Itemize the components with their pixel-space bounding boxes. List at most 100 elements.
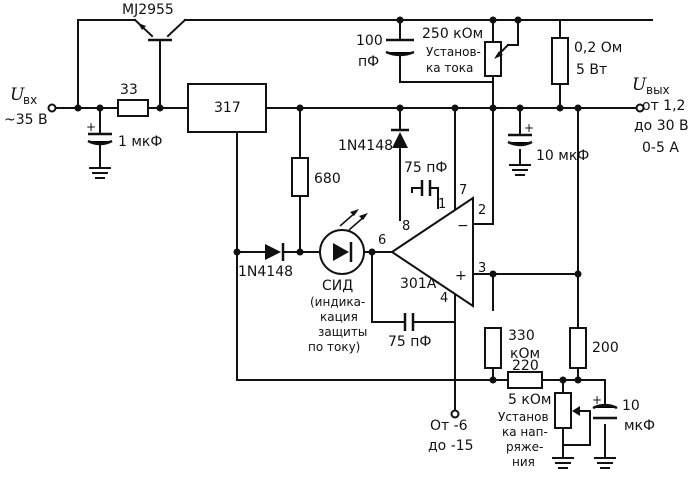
- junction-dot: [396, 104, 404, 112]
- pin-label-3: 3: [478, 261, 486, 276]
- resistor-33: [117, 99, 149, 117]
- junction-dot: [74, 104, 82, 112]
- label-c-output: 10 мкФ: [536, 148, 589, 164]
- label-diode-left: 1N4148: [238, 264, 293, 280]
- label-pot-voltage-value: 5 кОм: [508, 392, 551, 408]
- label-c-feedback-1: 100: [356, 33, 383, 49]
- polarity-c-right: +: [592, 393, 602, 407]
- potentiometer-voltage: [554, 392, 580, 429]
- resistor-330k: [484, 327, 502, 369]
- label-diode-top: 1N4148: [338, 138, 393, 154]
- junction-dot: [556, 104, 564, 112]
- resistor-200: [569, 327, 587, 369]
- label-r-sense-2: 5 Вт: [576, 62, 607, 78]
- junction-dot: [96, 104, 104, 112]
- input-value: ~35 В: [4, 112, 48, 128]
- transistor-mj2955: [133, 18, 187, 49]
- pin-label-7: 7: [459, 183, 467, 198]
- polarity-c-input: +: [86, 120, 96, 134]
- pin-label-6: 6: [378, 233, 386, 248]
- label-regulator: 317: [214, 100, 241, 116]
- label-neg-supply-1: От -6: [430, 418, 468, 434]
- label-pot-current-value: 250 кОм: [422, 26, 483, 42]
- label-c-right-2: мкФ: [624, 418, 655, 434]
- label-led-caption-2: кация: [320, 310, 358, 324]
- output-range-2: до 30 В: [634, 118, 689, 134]
- regulator-317: [187, 83, 267, 133]
- label-led-caption-3: защиты: [318, 325, 367, 339]
- wires: [54, 19, 653, 459]
- output-symbol: U: [632, 75, 647, 95]
- label-neg-supply-2: до -15: [428, 438, 474, 454]
- label-r330-2: кОм: [510, 346, 540, 362]
- junction-dot: [368, 248, 376, 256]
- polarity-c-output: +: [524, 121, 534, 135]
- junction-dot: [514, 16, 522, 24]
- capacitor-output: [507, 133, 533, 147]
- junction-dot: [451, 104, 459, 112]
- label-pot-voltage-cap3: ряже-: [506, 440, 543, 454]
- output-symbol-sub: вых: [646, 83, 670, 97]
- junction-dot: [574, 376, 582, 384]
- junction-dot: [489, 376, 497, 384]
- diode-left: [265, 243, 285, 261]
- led: [319, 209, 368, 275]
- label-r200: 200: [592, 340, 619, 356]
- opamp-minus-sign: −: [457, 218, 469, 234]
- label-r-led: 680: [314, 171, 341, 187]
- capacitor-compensation: [420, 180, 432, 196]
- diode-top: [391, 128, 409, 148]
- label-transistor: MJ2955: [122, 2, 174, 18]
- junction-dot: [489, 16, 497, 24]
- label-c-feedback-2: пФ: [358, 54, 379, 70]
- junction-dot: [396, 16, 404, 24]
- label-pot-current-cap1: Установ-: [426, 45, 481, 59]
- pin-label-1: 1: [438, 197, 446, 212]
- label-pot-voltage-cap2: ка нап-: [502, 425, 548, 439]
- label-opamp: 301А: [400, 276, 437, 292]
- junction-dot: [296, 104, 304, 112]
- junction-dot: [233, 248, 241, 256]
- pin-label-8: 8: [402, 219, 410, 234]
- capacitor-right: [592, 397, 618, 420]
- output-terminal: [635, 103, 645, 113]
- label-c-bottom: 75 пФ: [388, 334, 431, 350]
- resistor-sense: [551, 37, 569, 85]
- output-current: 0-5 А: [642, 140, 679, 156]
- ground-symbol-input: [89, 167, 111, 179]
- ground-symbol-output: [509, 164, 531, 176]
- input-symbol: U: [10, 85, 25, 105]
- ground-symbol-pot: [552, 457, 574, 469]
- label-led: СИД: [322, 278, 353, 294]
- label-r-sense-1: 0,2 Ом: [574, 40, 622, 56]
- input-symbol-sub: вх: [23, 93, 37, 107]
- pin-label-2: 2: [478, 203, 486, 218]
- junction-dot: [516, 104, 524, 112]
- label-c-comp: 75 пФ: [404, 160, 447, 176]
- label-pot-voltage-cap4: ния: [512, 455, 535, 469]
- label-r220: 220: [512, 358, 539, 374]
- ground-symbol-cap: [594, 457, 616, 469]
- label-r-input: 33: [120, 82, 138, 98]
- resistor-680: [291, 157, 309, 197]
- label-c-input: 1 мкФ: [118, 134, 162, 150]
- opamp-301a: [390, 196, 474, 308]
- input-terminal: [47, 103, 57, 113]
- junction-dot: [559, 376, 567, 384]
- capacitor-bottom: [403, 313, 415, 331]
- label-pot-current-cap2: ка тока: [426, 61, 473, 75]
- junction-dot: [574, 104, 582, 112]
- potentiometer-current: [484, 41, 510, 77]
- label-c-right-1: 10: [622, 398, 640, 414]
- pin-label-4: 4: [440, 291, 448, 306]
- junction-dot: [574, 270, 582, 278]
- label-led-caption-4: по току): [308, 340, 360, 354]
- junction-dot: [296, 248, 304, 256]
- resistor-220: [507, 371, 543, 389]
- junction-dot: [156, 104, 164, 112]
- label-led-caption-1: (индика-: [310, 295, 365, 309]
- junction-dot: [489, 104, 497, 112]
- label-r330-1: 330: [508, 328, 535, 344]
- opamp-plus-sign: +: [455, 268, 467, 284]
